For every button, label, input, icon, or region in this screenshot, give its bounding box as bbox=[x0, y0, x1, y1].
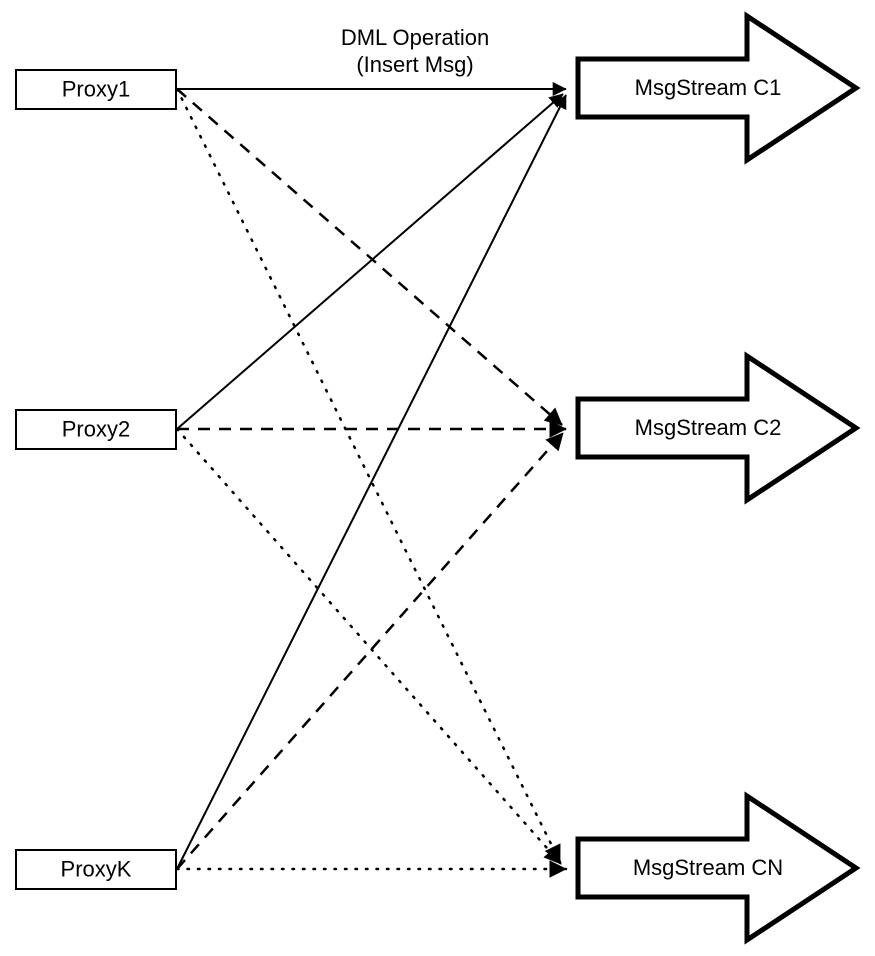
proxy2-box[interactable] bbox=[15, 409, 177, 450]
node-msgstream-c2[interactable]: MsgStream C2 bbox=[575, 351, 861, 505]
msgstream-c2-label: MsgStream C2 bbox=[635, 415, 782, 440]
edge-group-proxyK bbox=[175, 94, 568, 878]
annotation-line-2: (Insert Msg) bbox=[356, 52, 473, 77]
edge-proxyK-to-c1 bbox=[176, 94, 567, 870]
node-msgstream-cn[interactable]: MsgStream CN bbox=[575, 791, 861, 945]
node-proxyK[interactable]: ProxyK bbox=[15, 849, 177, 890]
node-msgstream-c1[interactable]: MsgStream C1 bbox=[575, 11, 861, 165]
edge-proxy2-to-cn bbox=[175, 427, 563, 866]
proxy1-box[interactable] bbox=[15, 69, 177, 110]
annotation-line-1: DML Operation bbox=[341, 25, 489, 50]
annotation-dml-operation: DML Operation (Insert Msg) bbox=[341, 25, 489, 77]
edge-proxy2-to-c1 bbox=[176, 93, 564, 430]
msgstream-c1-arrow-shape[interactable] bbox=[575, 11, 861, 165]
proxyK-box[interactable] bbox=[15, 849, 177, 890]
node-proxy2[interactable]: Proxy2 bbox=[15, 409, 177, 450]
edge-proxy1-to-c2 bbox=[176, 88, 563, 426]
msgstream-c1-label: MsgStream C1 bbox=[635, 75, 782, 100]
edge-group-proxy1 bbox=[175, 82, 567, 864]
node-proxy1[interactable]: Proxy1 bbox=[15, 69, 177, 110]
edge-proxyK-to-c2 bbox=[176, 432, 564, 870]
proxyK-label: ProxyK bbox=[61, 856, 132, 881]
msgstream-c2-arrow-shape[interactable] bbox=[575, 351, 861, 505]
proxy1-label: Proxy1 bbox=[62, 76, 130, 101]
msgstream-cn-label: MsgStream CN bbox=[633, 855, 783, 880]
edge-group-proxy2 bbox=[175, 93, 567, 866]
edge-proxy1-to-cn bbox=[175, 87, 562, 864]
proxy2-label: Proxy2 bbox=[62, 416, 130, 441]
msgstream-cn-arrow-shape[interactable] bbox=[575, 791, 861, 945]
